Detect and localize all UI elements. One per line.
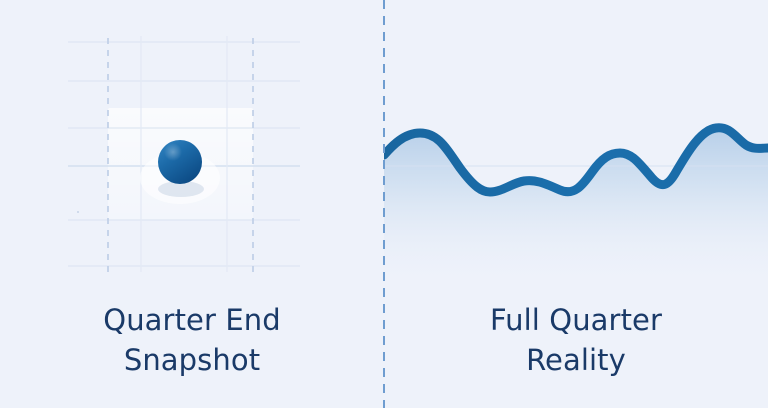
wave-area-fill — [384, 127, 768, 290]
panel-quarter-end-snapshot: Quarter End Snapshot — [0, 0, 384, 377]
panel-full-quarter-reality: Full Quarter Reality — [384, 0, 768, 408]
snapshot-dot-shadow — [158, 181, 204, 197]
vertical-gridlines — [140, 36, 228, 272]
panel-right-caption: Full Quarter Reality — [489, 303, 663, 377]
reality-wave-chart — [384, 123, 768, 290]
reality-visual — [384, 0, 768, 290]
vertical-dashed-markers — [107, 38, 254, 274]
vertical-dashed-divider — [383, 0, 385, 408]
snapshot-grid-chart — [68, 36, 300, 274]
minor-tick-mark — [77, 211, 79, 213]
reality-wave-line[interactable] — [384, 123, 768, 197]
panel-left-caption: Quarter End Snapshot — [103, 303, 281, 377]
snapshot-visual — [0, 0, 384, 290]
horizontal-gridlines — [68, 41, 300, 267]
snapshot-dot-highlight — [164, 143, 182, 161]
